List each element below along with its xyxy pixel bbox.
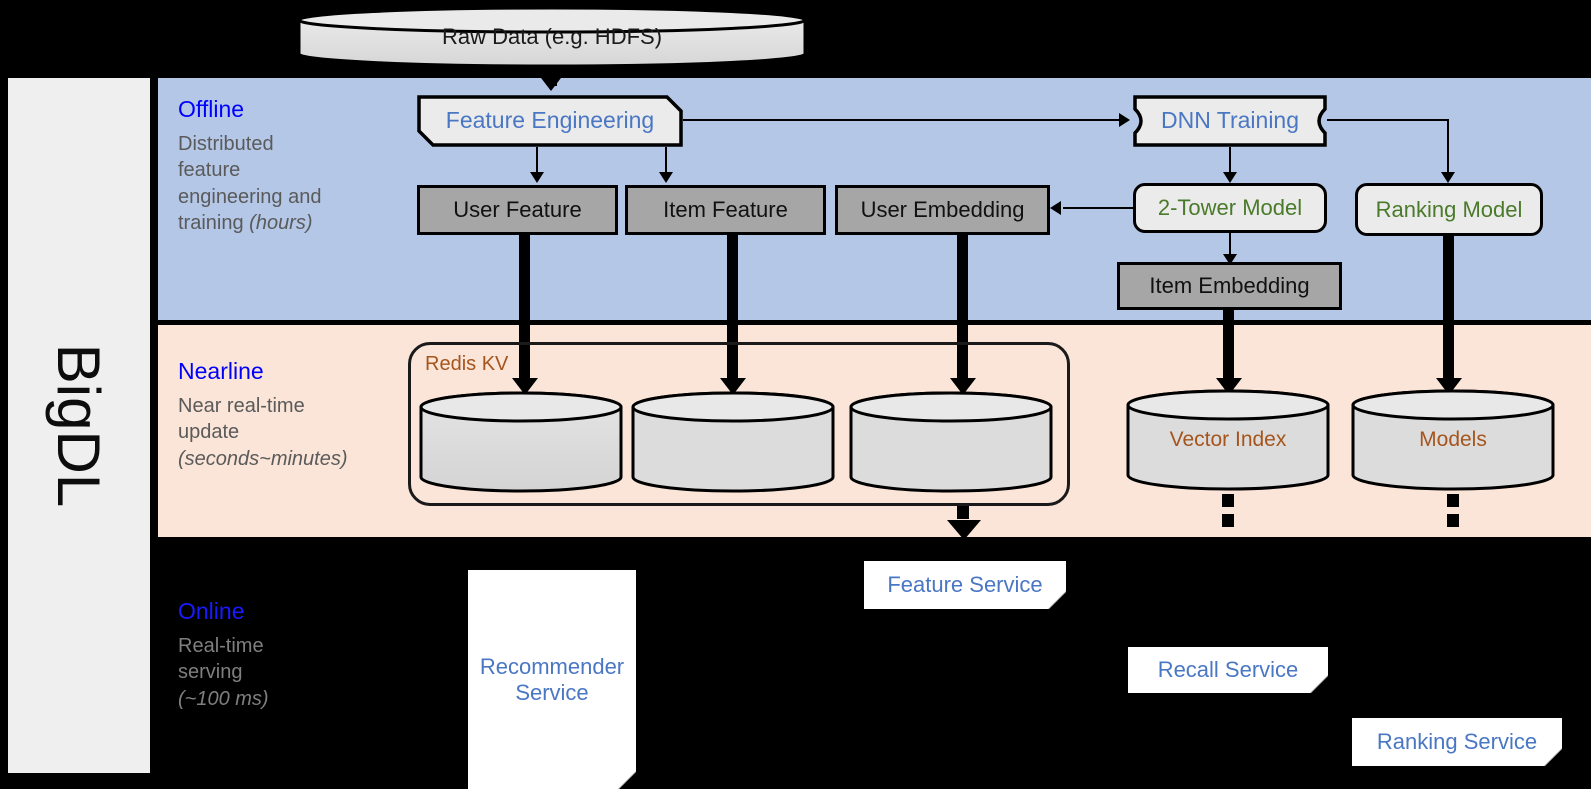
pipe-user-embedding-to-store bbox=[957, 235, 968, 383]
online-label-group: Online Real-time serving (~100 ms) bbox=[178, 598, 418, 712]
nearline-label-group: Nearline Near real-time update (seconds~… bbox=[178, 358, 418, 472]
cylinder-icon bbox=[419, 391, 623, 493]
cylinder-icon bbox=[631, 391, 835, 493]
node-ranking-model[interactable]: Ranking Model bbox=[1355, 183, 1543, 236]
pipe-redis-to-feature-service-seg1 bbox=[957, 506, 969, 519]
connector-fe-to-dnn bbox=[683, 119, 1120, 121]
pipe-ranking-model-to-models bbox=[1443, 236, 1454, 383]
arrowhead-fe-to-itemfeature bbox=[659, 172, 673, 183]
node-ranking-service[interactable]: Ranking Service bbox=[1352, 718, 1562, 766]
store-user-embedding-cylinder[interactable] bbox=[848, 390, 1054, 494]
pipe-vector-index-to-recall-seg2 bbox=[1222, 514, 1234, 527]
connector-twotower-to-userembedding bbox=[1063, 207, 1135, 209]
feature-engineering-label: Feature Engineering bbox=[445, 107, 655, 134]
cylinder-icon bbox=[297, 6, 807, 68]
pipe-item-embedding-to-vector-index bbox=[1223, 310, 1234, 383]
store-item-feature-cylinder[interactable] bbox=[630, 390, 836, 494]
item-embedding-label: Item Embedding bbox=[1149, 273, 1310, 299]
pipe-models-to-ranking-seg1 bbox=[1447, 494, 1459, 507]
raw-data-cylinder: Raw Data (e.g. HDFS) bbox=[297, 6, 807, 68]
arrowhead-fe-to-dnn bbox=[1119, 113, 1130, 127]
node-item-embedding[interactable]: Item Embedding bbox=[1117, 262, 1342, 310]
arrowhead-fe-to-userfeature bbox=[530, 172, 544, 183]
pipe-user-feature-to-store bbox=[519, 235, 530, 383]
recommender-service-label-l1: Recommender bbox=[479, 653, 625, 679]
models-label: Models bbox=[1419, 428, 1487, 451]
recommender-service-label-l2: Service bbox=[515, 679, 589, 705]
offline-title: Offline bbox=[178, 96, 245, 122]
offline-desc-l2: feature bbox=[178, 159, 241, 182]
ranking-model-label: Ranking Model bbox=[1375, 196, 1523, 222]
two-tower-model-label: 2-Tower Model bbox=[1157, 195, 1303, 221]
vector-index-cylinder[interactable]: Vector Index bbox=[1125, 388, 1331, 492]
node-item-feature[interactable]: Item Feature bbox=[625, 185, 826, 235]
cylinder-icon bbox=[849, 391, 1053, 493]
online-desc-emphasis: (~100 ms) bbox=[178, 687, 269, 710]
feature-service-label: Feature Service bbox=[887, 572, 1043, 598]
online-title: Online bbox=[178, 598, 245, 624]
arrowhead-pipe-user-embedding bbox=[950, 378, 976, 395]
user-embedding-label: User Embedding bbox=[860, 197, 1025, 223]
node-dnn-training[interactable]: DNN Training bbox=[1133, 95, 1327, 147]
node-feature-service[interactable]: Feature Service bbox=[864, 561, 1066, 609]
connector-dnn-to-ranking-v bbox=[1447, 119, 1449, 177]
nearline-title: Nearline bbox=[178, 358, 264, 384]
store-user-feature-cylinder[interactable] bbox=[418, 390, 624, 494]
ranking-service-label: Ranking Service bbox=[1376, 729, 1538, 755]
arrowhead-twotower-to-userembedding bbox=[1050, 201, 1061, 215]
pipe-item-feature-to-store bbox=[727, 235, 738, 383]
cylinder-icon bbox=[1351, 389, 1555, 491]
arrowhead-pipe-item-feature bbox=[720, 378, 746, 395]
arrowhead-dnn-to-twotower bbox=[1223, 172, 1237, 183]
raw-data-label: Raw Data (e.g. HDFS) bbox=[441, 24, 663, 49]
online-description: Real-time serving (~100 ms) bbox=[178, 633, 418, 712]
node-recall-service[interactable]: Recall Service bbox=[1128, 647, 1328, 693]
recall-service-label: Recall Service bbox=[1157, 657, 1299, 683]
nearline-desc-emphasis: (seconds~minutes) bbox=[178, 447, 348, 470]
node-user-feature[interactable]: User Feature bbox=[417, 185, 618, 235]
connector-dnn-to-twotower bbox=[1229, 147, 1231, 177]
online-desc-l1: Real-time bbox=[178, 635, 264, 657]
user-feature-label: User Feature bbox=[453, 197, 582, 223]
models-cylinder[interactable]: Models bbox=[1350, 388, 1556, 492]
node-feature-engineering[interactable]: Feature Engineering bbox=[417, 95, 683, 147]
offline-desc-emphasis: (hours) bbox=[249, 212, 313, 235]
card-shape bbox=[1133, 95, 1327, 147]
offline-label-group: Offline Distributed feature engineering … bbox=[178, 96, 418, 237]
item-feature-label: Item Feature bbox=[663, 197, 788, 223]
nearline-desc-l1: Near real-time bbox=[178, 395, 305, 417]
arrowhead-twotower-to-itemembedding bbox=[1223, 254, 1237, 265]
dnn-training-label: DNN Training bbox=[1160, 107, 1300, 134]
node-recommender-service[interactable]: Recommender Service bbox=[468, 570, 636, 789]
arrowhead-pipe-user-feature bbox=[512, 378, 538, 395]
connector-dnn-to-ranking-h bbox=[1327, 119, 1449, 121]
online-desc-l2: serving bbox=[178, 661, 243, 684]
bigdl-label: BigDL bbox=[45, 343, 113, 508]
connector-fe-to-itemfeature bbox=[665, 147, 667, 175]
offline-desc-l1: Distributed bbox=[178, 133, 274, 155]
nearline-desc-l2: update bbox=[178, 421, 240, 444]
offline-description: Distributed feature engineering and trai… bbox=[178, 131, 418, 237]
offline-desc-l4: training bbox=[178, 212, 250, 235]
chamfer-shape bbox=[417, 95, 683, 147]
connector-twotower-to-itemembedding bbox=[1229, 233, 1231, 258]
vector-index-label: Vector Index bbox=[1169, 428, 1287, 451]
offline-desc-l3: engineering and bbox=[178, 185, 322, 208]
pipe-vector-index-to-recall-seg1 bbox=[1222, 494, 1234, 507]
arrowhead-redis-to-feature-service bbox=[947, 520, 981, 540]
connector-fe-to-userfeature bbox=[536, 147, 538, 175]
arrowhead-dnn-to-ranking bbox=[1441, 172, 1455, 183]
pipe-models-to-ranking-seg2 bbox=[1447, 514, 1459, 527]
cylinder-icon bbox=[1126, 389, 1330, 491]
redis-kv-group bbox=[408, 342, 1070, 506]
node-two-tower-model[interactable]: 2-Tower Model bbox=[1133, 183, 1327, 233]
nearline-description: Near real-time update (seconds~minutes) bbox=[178, 393, 418, 472]
arrowhead-rawdata-to-fe bbox=[538, 74, 564, 91]
node-user-embedding[interactable]: User Embedding bbox=[835, 185, 1050, 235]
redis-kv-label: Redis KV bbox=[425, 353, 509, 375]
bigdl-framework-rail: BigDL bbox=[8, 78, 150, 773]
